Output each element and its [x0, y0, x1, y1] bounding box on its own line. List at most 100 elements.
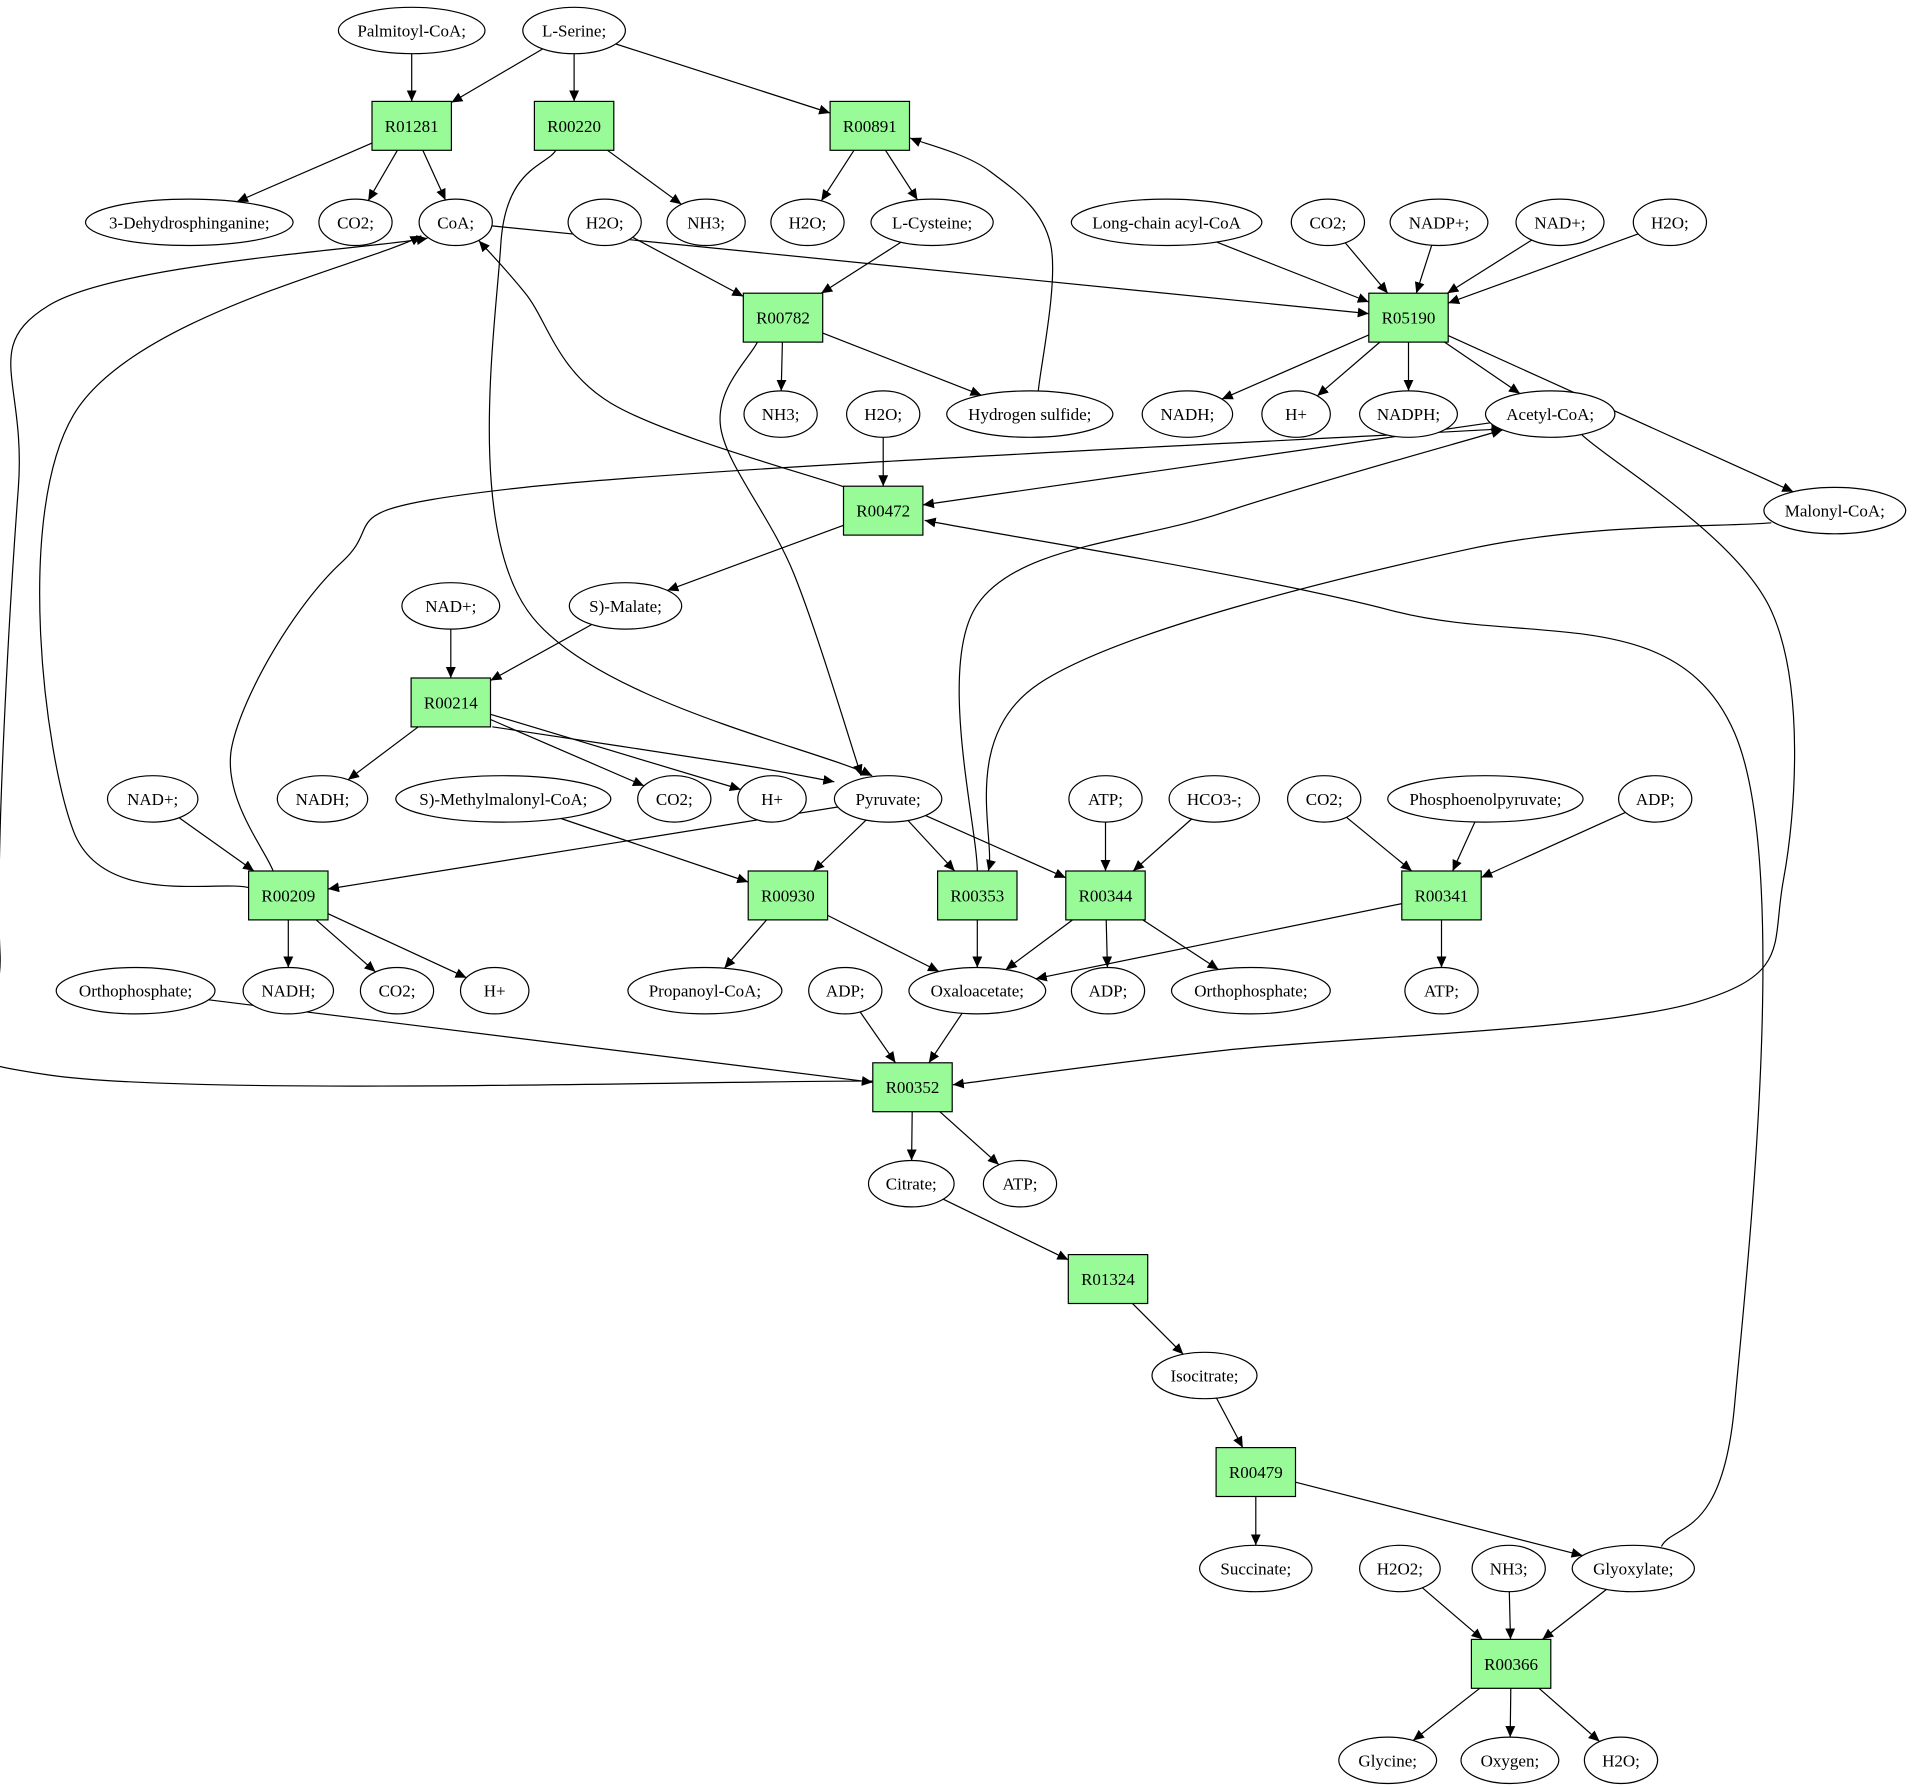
node-label: Oxygen; — [1481, 1751, 1540, 1770]
node-label: Propanoyl-CoA; — [649, 982, 761, 1001]
metabolite-ellipse — [337, 6, 486, 55]
reaction-node-r00352: R00352 — [872, 1062, 953, 1113]
node-label: R00220 — [547, 117, 601, 136]
reaction-box — [1401, 870, 1482, 921]
metabolite-ellipse — [1460, 1736, 1560, 1785]
metabolite-node-nadph: NADPH; — [1358, 390, 1458, 438]
reaction-box — [829, 100, 911, 151]
metabolite-node-hco3: HCO3-; — [1168, 775, 1261, 823]
metabolite-node-nadp-plus: NADP+; — [1389, 198, 1489, 247]
metabolite-ellipse — [568, 582, 683, 630]
edge-r00352-to-atp_c — [939, 1111, 1000, 1166]
metabolite-ellipse — [1484, 390, 1616, 438]
node-label: CO2; — [337, 213, 374, 232]
edge-h2o_a-to-r00782 — [632, 236, 744, 297]
metabolite-node-acetyl-coa: Acetyl-CoA; — [1484, 390, 1616, 438]
edge-adp_a-to-r00341 — [1480, 811, 1626, 879]
metabolite-ellipse — [1763, 486, 1907, 535]
metabolite-node-nadh-a: NADH; — [1141, 390, 1234, 438]
edge-nadp_plus-to-r05190 — [1414, 245, 1433, 294]
node-label: CO2; — [379, 982, 416, 1001]
metabolite-ellipse — [867, 1159, 955, 1208]
reaction-box — [872, 1062, 953, 1113]
metabolite-ellipse — [1632, 198, 1708, 247]
metabolite-node-dehydrosphinganine: 3-Dehydrosphinganine; — [84, 198, 294, 247]
edge-r00220-to-nh3_a — [607, 149, 682, 205]
node-label: Pyruvate; — [856, 790, 921, 809]
node-label: Glyoxylate; — [1593, 1560, 1673, 1579]
metabolite-node-malonyl-coa: Malonyl-CoA; — [1763, 486, 1907, 535]
node-label: H2O; — [586, 213, 624, 232]
metabolite-ellipse — [946, 390, 1114, 438]
metabolite-node-orthophosphate-b: Orthophosphate; — [1170, 966, 1331, 1015]
edge-r00344-to-orthophosphate_b — [1142, 919, 1219, 971]
metabolite-ellipse — [1404, 966, 1479, 1015]
reaction-node-r01324: R01324 — [1067, 1253, 1149, 1305]
metabolite-ellipse — [982, 1159, 1058, 1208]
reaction-box — [742, 292, 824, 343]
metabolite-node-nadh-c: NADH; — [242, 966, 335, 1015]
edge-r00214-to-pyruvate — [492, 726, 835, 785]
metabolite-node-glyoxylate: Glyoxylate; — [1571, 1544, 1696, 1593]
edge-coa-to-r05190 — [491, 225, 1369, 318]
edge-nad_plus_c-to-r00209 — [178, 817, 255, 872]
reaction-box — [747, 870, 829, 921]
edge-s_methylmalonyl_coa-to-r00930 — [560, 817, 749, 884]
metabolite-ellipse — [1471, 1544, 1546, 1593]
metabolite-node-adp-a: ADP; — [1617, 775, 1693, 823]
node-label: H2O; — [1651, 213, 1689, 232]
node-label: H+ — [1285, 405, 1307, 424]
edge-r00352-to-coa — [0, 235, 874, 1087]
node-label: Isocitrate; — [1171, 1367, 1239, 1386]
metabolite-node-h-plus-c: H+ — [459, 966, 530, 1015]
edge-r00782-to-pyruvate — [719, 341, 863, 776]
edge-r00891-to-l_cysteine — [884, 149, 919, 201]
metabolite-ellipse — [359, 966, 435, 1015]
reaction-node-r00479: R00479 — [1215, 1446, 1297, 1498]
reaction-node-r00341: R00341 — [1401, 870, 1482, 921]
node-label: S)-Malate; — [589, 597, 662, 616]
node-label: NADH; — [261, 982, 315, 1001]
edge-r00472-to-s_malate — [667, 524, 844, 592]
node-label: R01324 — [1081, 1270, 1135, 1289]
metabolite-node-atp-b: ATP; — [1404, 966, 1479, 1015]
edge-r00479-to-glyoxylate — [1295, 1481, 1583, 1558]
edge-pyruvate-to-r00209 — [327, 806, 838, 893]
metabolite-ellipse — [1070, 198, 1263, 247]
node-label: R00479 — [1229, 1463, 1283, 1482]
node-label: Acetyl-CoA; — [1506, 405, 1594, 424]
metabolite-node-adp-b: ADP; — [808, 966, 883, 1015]
reaction-node-r00782: R00782 — [742, 292, 824, 343]
node-label: Oxaloacetate; — [931, 982, 1024, 1001]
node-label: NH3; — [687, 213, 725, 232]
node-label: CO2; — [1306, 790, 1343, 809]
metabolite-ellipse — [242, 966, 335, 1015]
node-label: NADPH; — [1377, 405, 1440, 424]
reaction-node-r00891: R00891 — [829, 100, 911, 151]
metabolite-ellipse — [1571, 1544, 1696, 1593]
metabolite-node-s-malate: S)-Malate; — [568, 582, 683, 630]
reaction-node-r00366: R00366 — [1470, 1638, 1552, 1689]
metabolite-ellipse — [1170, 966, 1331, 1015]
edge-l_cysteine-to-r00782 — [820, 241, 902, 294]
metabolite-ellipse — [1261, 390, 1331, 438]
node-label: NH3; — [762, 405, 800, 424]
reaction-box — [1368, 292, 1449, 343]
metabolite-node-atp-a: ATP; — [1068, 775, 1143, 823]
edge-r00352-to-citrate — [906, 1111, 917, 1161]
metabolite-node-palmitoyl-coa: Palmitoyl-CoA; — [337, 6, 486, 55]
node-label: R00891 — [843, 117, 897, 136]
node-label: R00352 — [886, 1078, 940, 1097]
metabolite-node-coa: CoA; — [418, 198, 493, 247]
metabolite-node-co2-b: CO2; — [1290, 198, 1366, 247]
metabolite-node-h2o2: H2O2; — [1358, 1544, 1441, 1593]
metabolite-node-co2-d: CO2; — [1286, 775, 1362, 823]
metabolite-node-h2o-d: H2O; — [846, 390, 921, 438]
metabolite-ellipse — [1290, 198, 1366, 247]
metabolite-node-nadh-b: NADH; — [276, 775, 369, 823]
node-label: S)-Methylmalonyl-CoA; — [419, 790, 587, 809]
node-label: ATP; — [1424, 982, 1459, 1001]
node-label: Phosphoenolpyruvate; — [1409, 790, 1561, 809]
metabolite-ellipse — [833, 775, 943, 823]
node-label: NADH; — [1160, 405, 1214, 424]
